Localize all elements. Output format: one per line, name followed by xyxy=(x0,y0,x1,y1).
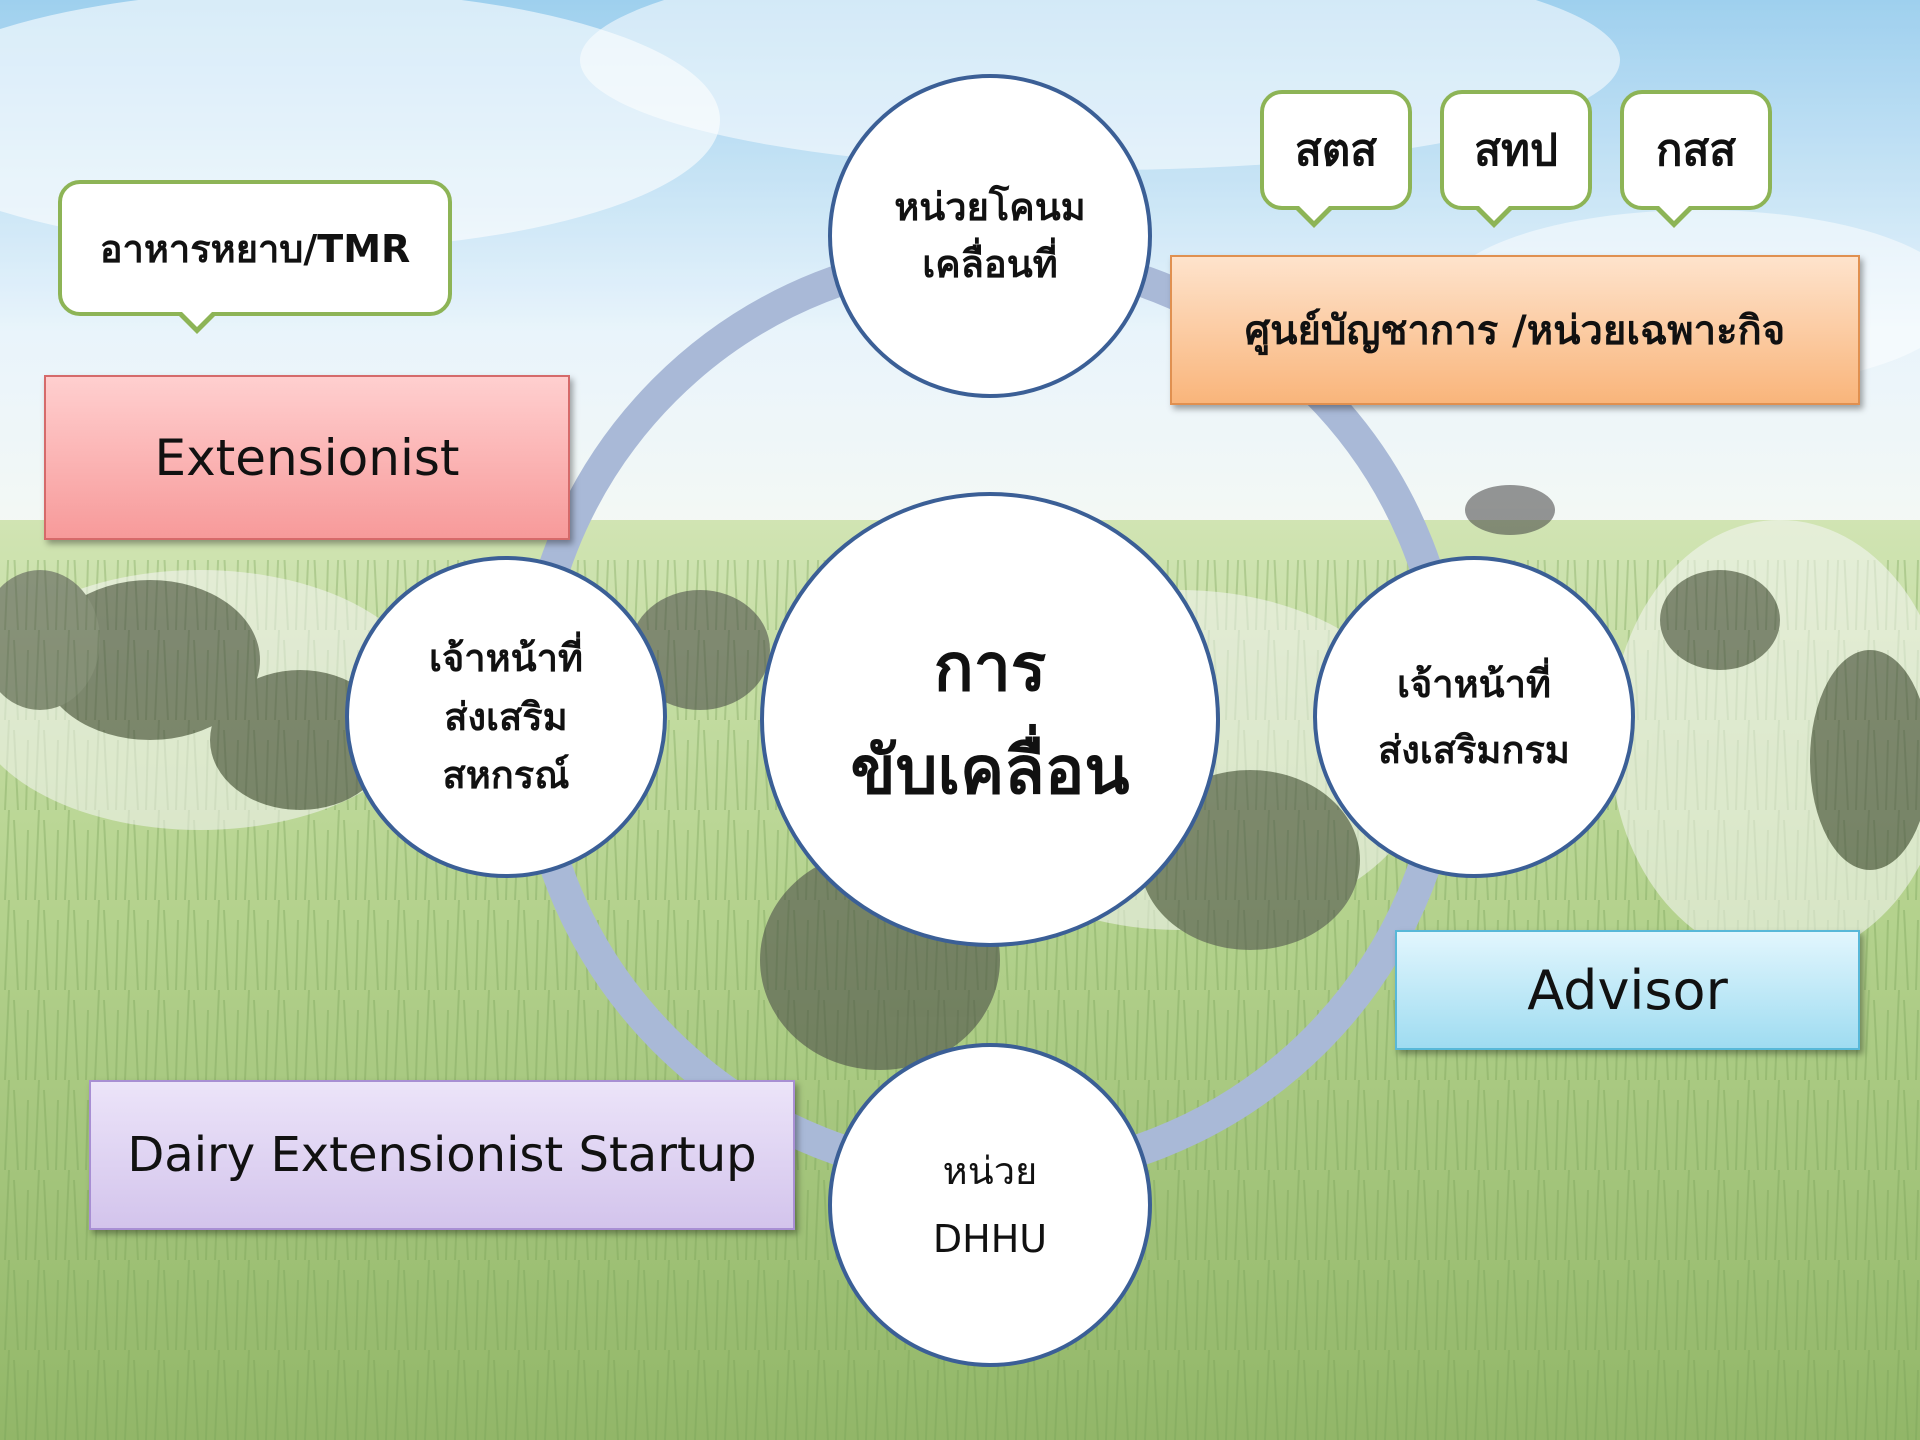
command-center-label: ศูนย์บัญชาการ /หน่วยเฉพาะกิจ xyxy=(1244,308,1786,354)
startup-box: Dairy Extensionist Startup xyxy=(89,1080,795,1230)
node-coop-extension-officer: เจ้าหน้าที่ ส่งเสริม สหกรณ์ xyxy=(345,556,667,878)
callout-sotoso: สตส xyxy=(1260,90,1412,228)
callout-sotoso-label: สตส xyxy=(1294,125,1378,176)
node-department-extension-officer-label: เจ้าหน้าที่ ส่งเสริมกรม xyxy=(1378,661,1570,773)
callout-sotopo: สทป xyxy=(1440,90,1592,228)
node-mobile-dairy-unit-label: หน่วยโคนม เคลื่อนที่ xyxy=(894,185,1086,286)
callout-sotopo-label: สทป xyxy=(1474,125,1558,176)
feed-callout: อาหารหยาบ/TMR xyxy=(58,180,452,334)
command-center-box: ศูนย์บัญชาการ /หน่วยเฉพาะกิจ xyxy=(1170,255,1860,405)
center-label: การ ขับเคลื่อน xyxy=(850,629,1130,809)
node-dhhu-unit-label: หน่วย DHHU xyxy=(932,1148,1048,1261)
node-mobile-dairy-unit: หน่วยโคนม เคลื่อนที่ xyxy=(828,74,1152,398)
advisor-box: Advisor xyxy=(1395,930,1860,1050)
advisor-label: Advisor xyxy=(1527,958,1728,1022)
callout-gososo-label: กสส xyxy=(1655,125,1737,176)
extensionist-label: Extensionist xyxy=(154,428,460,487)
node-dhhu-unit: หน่วย DHHU xyxy=(828,1043,1152,1367)
extensionist-box: Extensionist xyxy=(44,375,570,540)
node-department-extension-officer: เจ้าหน้าที่ ส่งเสริมกรม xyxy=(1313,556,1635,878)
center-circle: การ ขับเคลื่อน xyxy=(760,492,1220,947)
callout-gososo: กสส xyxy=(1620,90,1772,228)
node-coop-extension-officer-label: เจ้าหน้าที่ ส่งเสริม สหกรณ์ xyxy=(428,635,583,798)
startup-label: Dairy Extensionist Startup xyxy=(127,1127,757,1183)
feed-callout-label: อาหารหยาบ/TMR xyxy=(99,226,411,271)
